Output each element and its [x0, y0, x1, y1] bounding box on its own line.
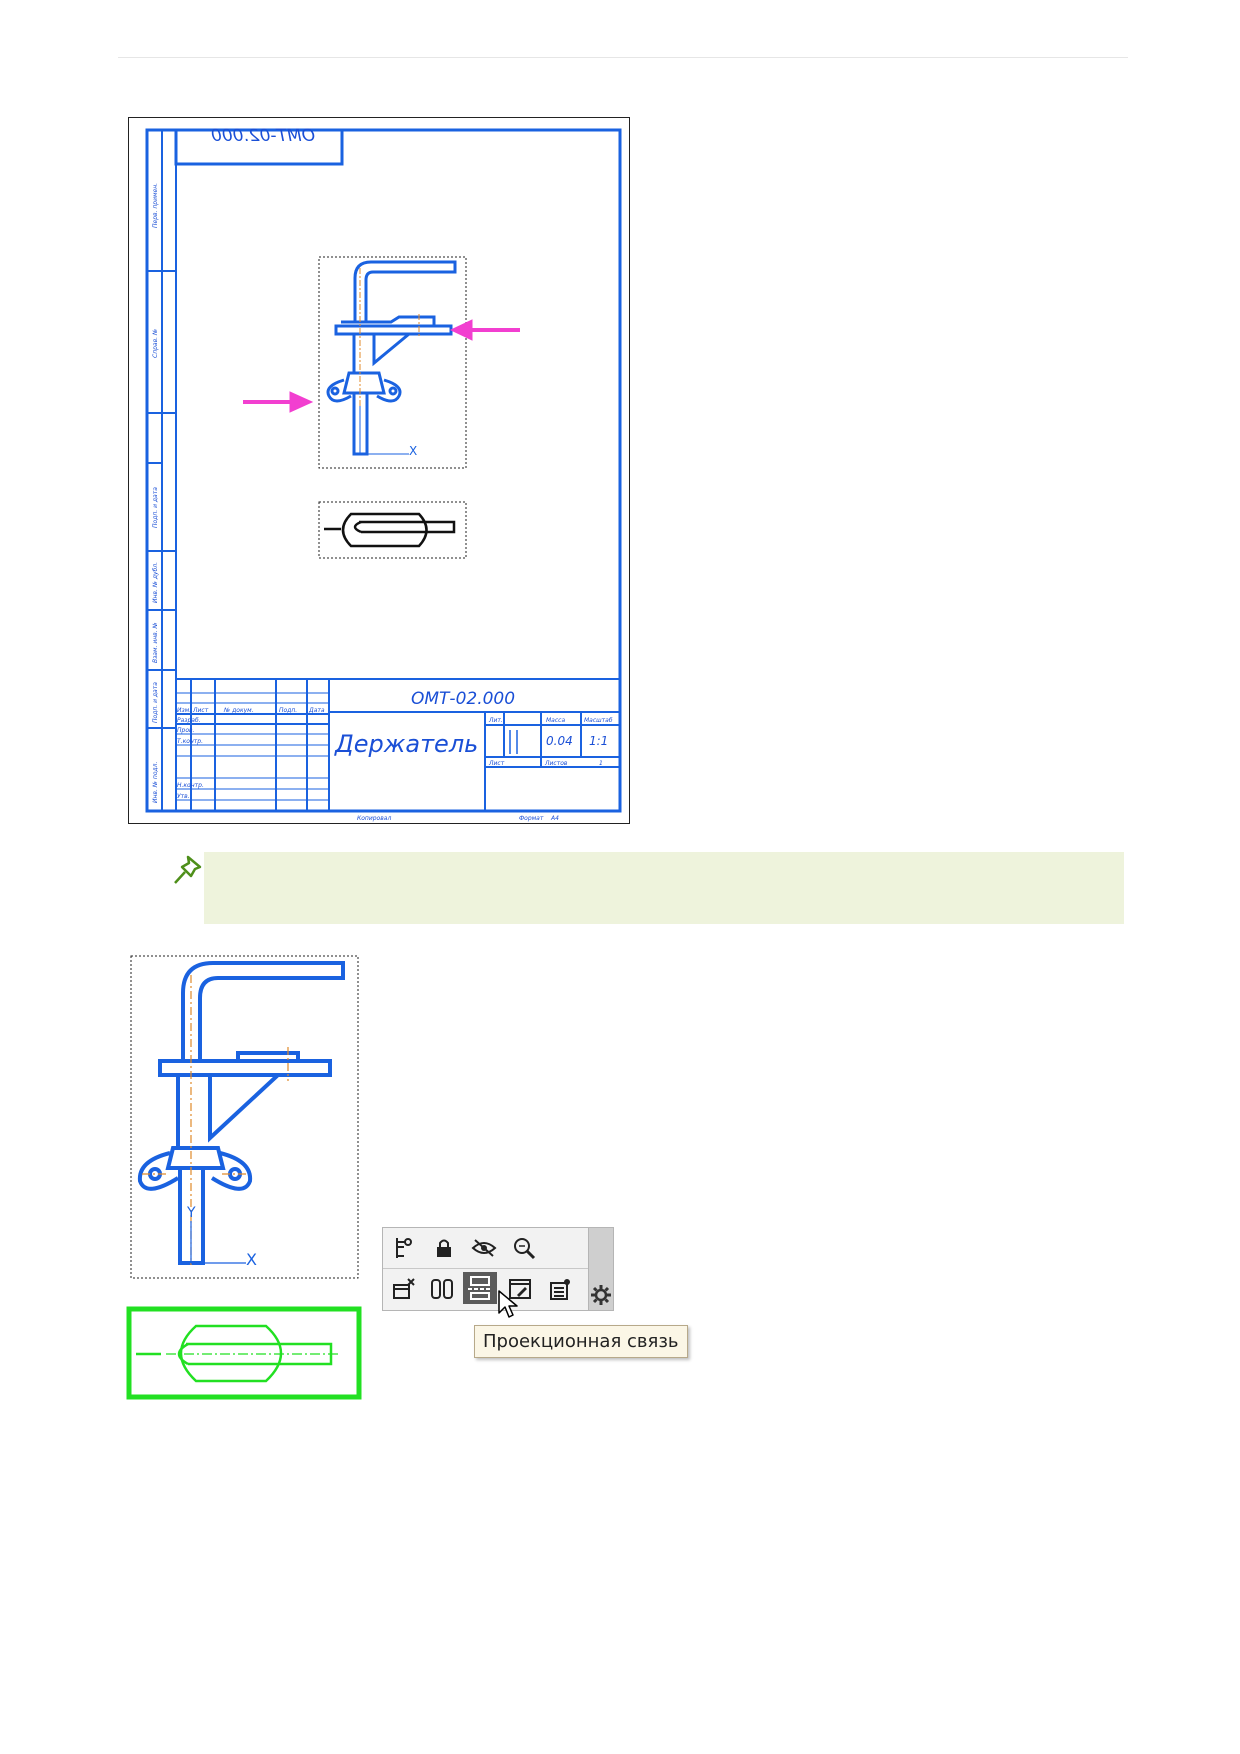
sheets-value: 1 [599, 760, 603, 767]
view-params-icon[interactable] [387, 1273, 421, 1305]
mass-label: Масса [546, 717, 565, 724]
enlarged-view-frame [130, 955, 359, 1279]
selection-frame [126, 1306, 362, 1400]
gear-icon[interactable] [590, 1284, 612, 1306]
drawing-svg: Перв. примен. Справ. № Подп. и дата Инв.… [145, 126, 622, 822]
stamp-row: Н.контр. [177, 782, 204, 789]
stamp-row: Пров. [177, 727, 195, 734]
scale-label: Масштаб [584, 717, 613, 724]
selected-top-view-part [136, 1324, 341, 1383]
tooltip: Проекционная связь [474, 1325, 688, 1358]
drawing-sheet: Перв. примен. Справ. № Подп. и дата Инв.… [128, 117, 630, 824]
projection-link-icon [468, 1276, 492, 1300]
stamp-row: Разраб. [177, 717, 201, 724]
lit-label: Лит. [488, 717, 503, 724]
stamp-row: Утв. [177, 793, 190, 800]
enlarged-axis-y: Y [186, 1205, 196, 1221]
selected-top-view[interactable] [126, 1306, 362, 1402]
side-label: Подп. и дата [152, 487, 159, 528]
rotated-designation-box [174, 128, 344, 166]
stamp-col: Лист [192, 707, 209, 714]
side-label: Взам. инв. № [152, 622, 159, 663]
properties-icon[interactable] [543, 1273, 577, 1305]
note-box [204, 852, 1124, 924]
toolbar-settings-column [588, 1228, 613, 1310]
callout-arrows [243, 319, 520, 413]
stamp-col: Подп. [279, 707, 297, 714]
main-view-frame [318, 256, 467, 469]
format-label: Формат [519, 815, 544, 822]
pushpin-icon [170, 852, 206, 888]
enlarged-part [137, 961, 345, 1265]
side-label: Подп. и дата [152, 682, 159, 723]
axis-x-label: X [409, 444, 417, 458]
sheet-label: Лист [488, 760, 505, 767]
side-label: Инв. № дубл. [152, 562, 159, 603]
arrow-left-head [289, 391, 314, 413]
top-view-part [324, 512, 456, 548]
tree-icon[interactable] [387, 1232, 421, 1264]
sheets-label: Листов [544, 760, 568, 767]
side-label: Перв. примен. [152, 183, 159, 228]
arrow-right-head [449, 319, 473, 341]
edit-view-icon[interactable] [503, 1273, 537, 1305]
enlarged-view: X Y [130, 955, 359, 1279]
title-designation: ОМТ-02.000 [411, 689, 515, 709]
drawing-frame [145, 128, 622, 813]
stamp-row: Т.контр. [177, 738, 203, 745]
view-toolbar [382, 1227, 614, 1311]
part-name: Держатель [334, 730, 478, 758]
stamp-col: Дата [308, 707, 325, 714]
page-top-divider [118, 57, 1128, 58]
split-icon[interactable] [425, 1273, 459, 1305]
lock-icon[interactable] [427, 1232, 461, 1264]
stamp-col: Изм. [177, 707, 191, 714]
format-value: A4 [550, 815, 559, 822]
enlarged-axis-x: X [246, 1250, 257, 1269]
rotated-designation: ОМТ-02.000 [211, 126, 315, 146]
mass-value: 0.04 [546, 734, 573, 748]
mouse-cursor-icon [498, 1290, 518, 1318]
stamp-col: № докум. [223, 707, 254, 714]
hide-icon[interactable] [467, 1232, 501, 1264]
zoom-icon[interactable] [507, 1232, 541, 1264]
top-view-frame [318, 501, 467, 559]
projection-link-button[interactable] [463, 1272, 497, 1304]
side-label: Инв. № подл. [152, 762, 159, 803]
side-label: Справ. № [152, 329, 159, 358]
toolbar-separator [383, 1268, 589, 1269]
copied-label: Копировал [357, 815, 391, 822]
scale-value: 1:1 [589, 734, 608, 748]
